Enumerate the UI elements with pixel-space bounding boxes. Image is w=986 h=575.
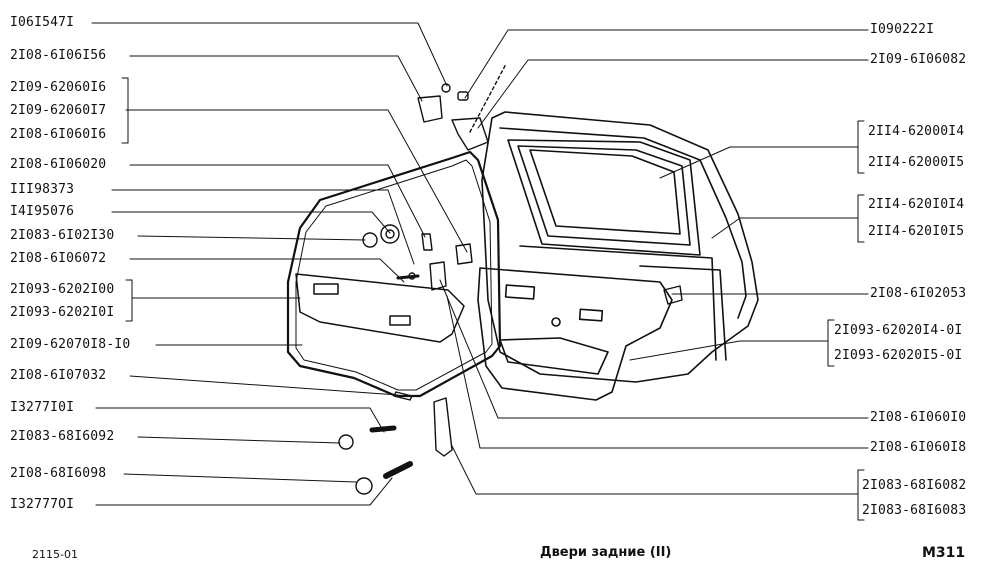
leader-r6 [629,340,829,361]
label-part-r8: 2I08-6I060I8 [870,440,967,455]
door-seal [286,150,502,398]
leader-lines-right [439,29,869,495]
label-part-r5: 2I08-6I02053 [870,286,967,301]
sheet-code: 2115-01 [32,548,78,561]
label-part-3c: 2I08-6I060I6 [10,127,107,142]
leader-r1 [464,29,869,99]
leader-l1 [91,22,448,87]
leader-l14 [123,473,357,483]
label-part-15: I32777OI [10,497,75,512]
label-part-14: 2I08-68I6098 [10,466,107,481]
label-part-2: 2I08-6I06I56 [10,48,107,63]
label-part-1: I06I547I [10,15,75,30]
leader-l3 [125,109,468,253]
label-part-3b: 2I09-62060I7 [10,103,107,118]
pull-handle [433,397,453,457]
small-parts [338,63,683,495]
leader-r9 [451,445,859,495]
striker [455,243,473,265]
leader-r7 [439,279,869,419]
page-title: Двери задние (II) [540,545,672,560]
label-part-r4a: 2II4-620I0I4 [868,197,965,212]
label-part-10: 2I09-62070I8-I0 [10,337,131,352]
label-part-5: III98373 [10,182,75,197]
door-shell [481,111,759,383]
leader-lines-left [91,22,468,506]
leader-l2 [129,55,423,102]
label-part-12: I3277I0I [10,400,75,415]
door-check [451,117,489,151]
label-part-8: 2I08-6I06072 [10,251,107,266]
label-part-9a: 2I093-6202I00 [10,282,115,297]
label-part-4: 2I08-6I06020 [10,157,107,172]
label-part-r7: 2I08-6I060I0 [870,410,967,425]
label-part-r4b: 2II4-620I0I5 [868,224,965,239]
window-glass [517,145,691,246]
plug-2 [355,477,373,495]
hinge-upper [417,95,443,123]
label-part-11: 2I08-6I07032 [10,368,107,383]
label-part-r1: I090222I [870,22,935,37]
lock-button [663,285,683,305]
leader-l7 [137,235,366,241]
brackets-left [121,77,133,322]
label-part-r9b: 2I083-68I6083 [862,503,967,518]
leader-l13 [137,436,341,444]
leader-l8 [129,258,405,283]
label-part-r6a: 2I093-62020I4-0I [834,323,963,338]
window-crank-knob [362,232,378,248]
page-number: M311 [922,545,966,561]
leader-l6 [111,211,391,234]
leader-r8 [446,295,869,449]
clip [393,391,413,401]
label-part-r9a: 2I083-68I6082 [862,478,967,493]
leader-l5 [111,189,415,265]
label-part-6: I4I95076 [10,204,75,219]
leader-l12 [95,407,385,433]
leader-l11 [129,375,399,396]
label-part-r2: 2I09-6I06082 [870,52,967,67]
leader-r2 [477,59,869,129]
brackets-right [827,120,865,521]
crank-handle [380,224,400,244]
label-part-13: 2I083-68I6092 [10,429,115,444]
label-part-3a: 2I09-62060I6 [10,80,107,95]
label-part-9b: 2I093-6202I0I [10,305,115,320]
window-frame [507,139,701,256]
leader-r4 [711,217,859,239]
armrest-panel [295,273,465,343]
label-part-r6b: 2I093-62020I5-0I [834,348,963,363]
latch [429,261,447,291]
leader-r3 [659,146,859,179]
plug [338,434,354,450]
leader-l15 [95,477,393,506]
label-part-r3b: 2II4-62000I5 [868,155,965,170]
label-part-7: 2I083-6I02I30 [10,228,115,243]
label-part-r3a: 2II4-62000I4 [868,124,965,139]
door-trim-panel [477,267,673,401]
leader-l4 [129,164,426,238]
